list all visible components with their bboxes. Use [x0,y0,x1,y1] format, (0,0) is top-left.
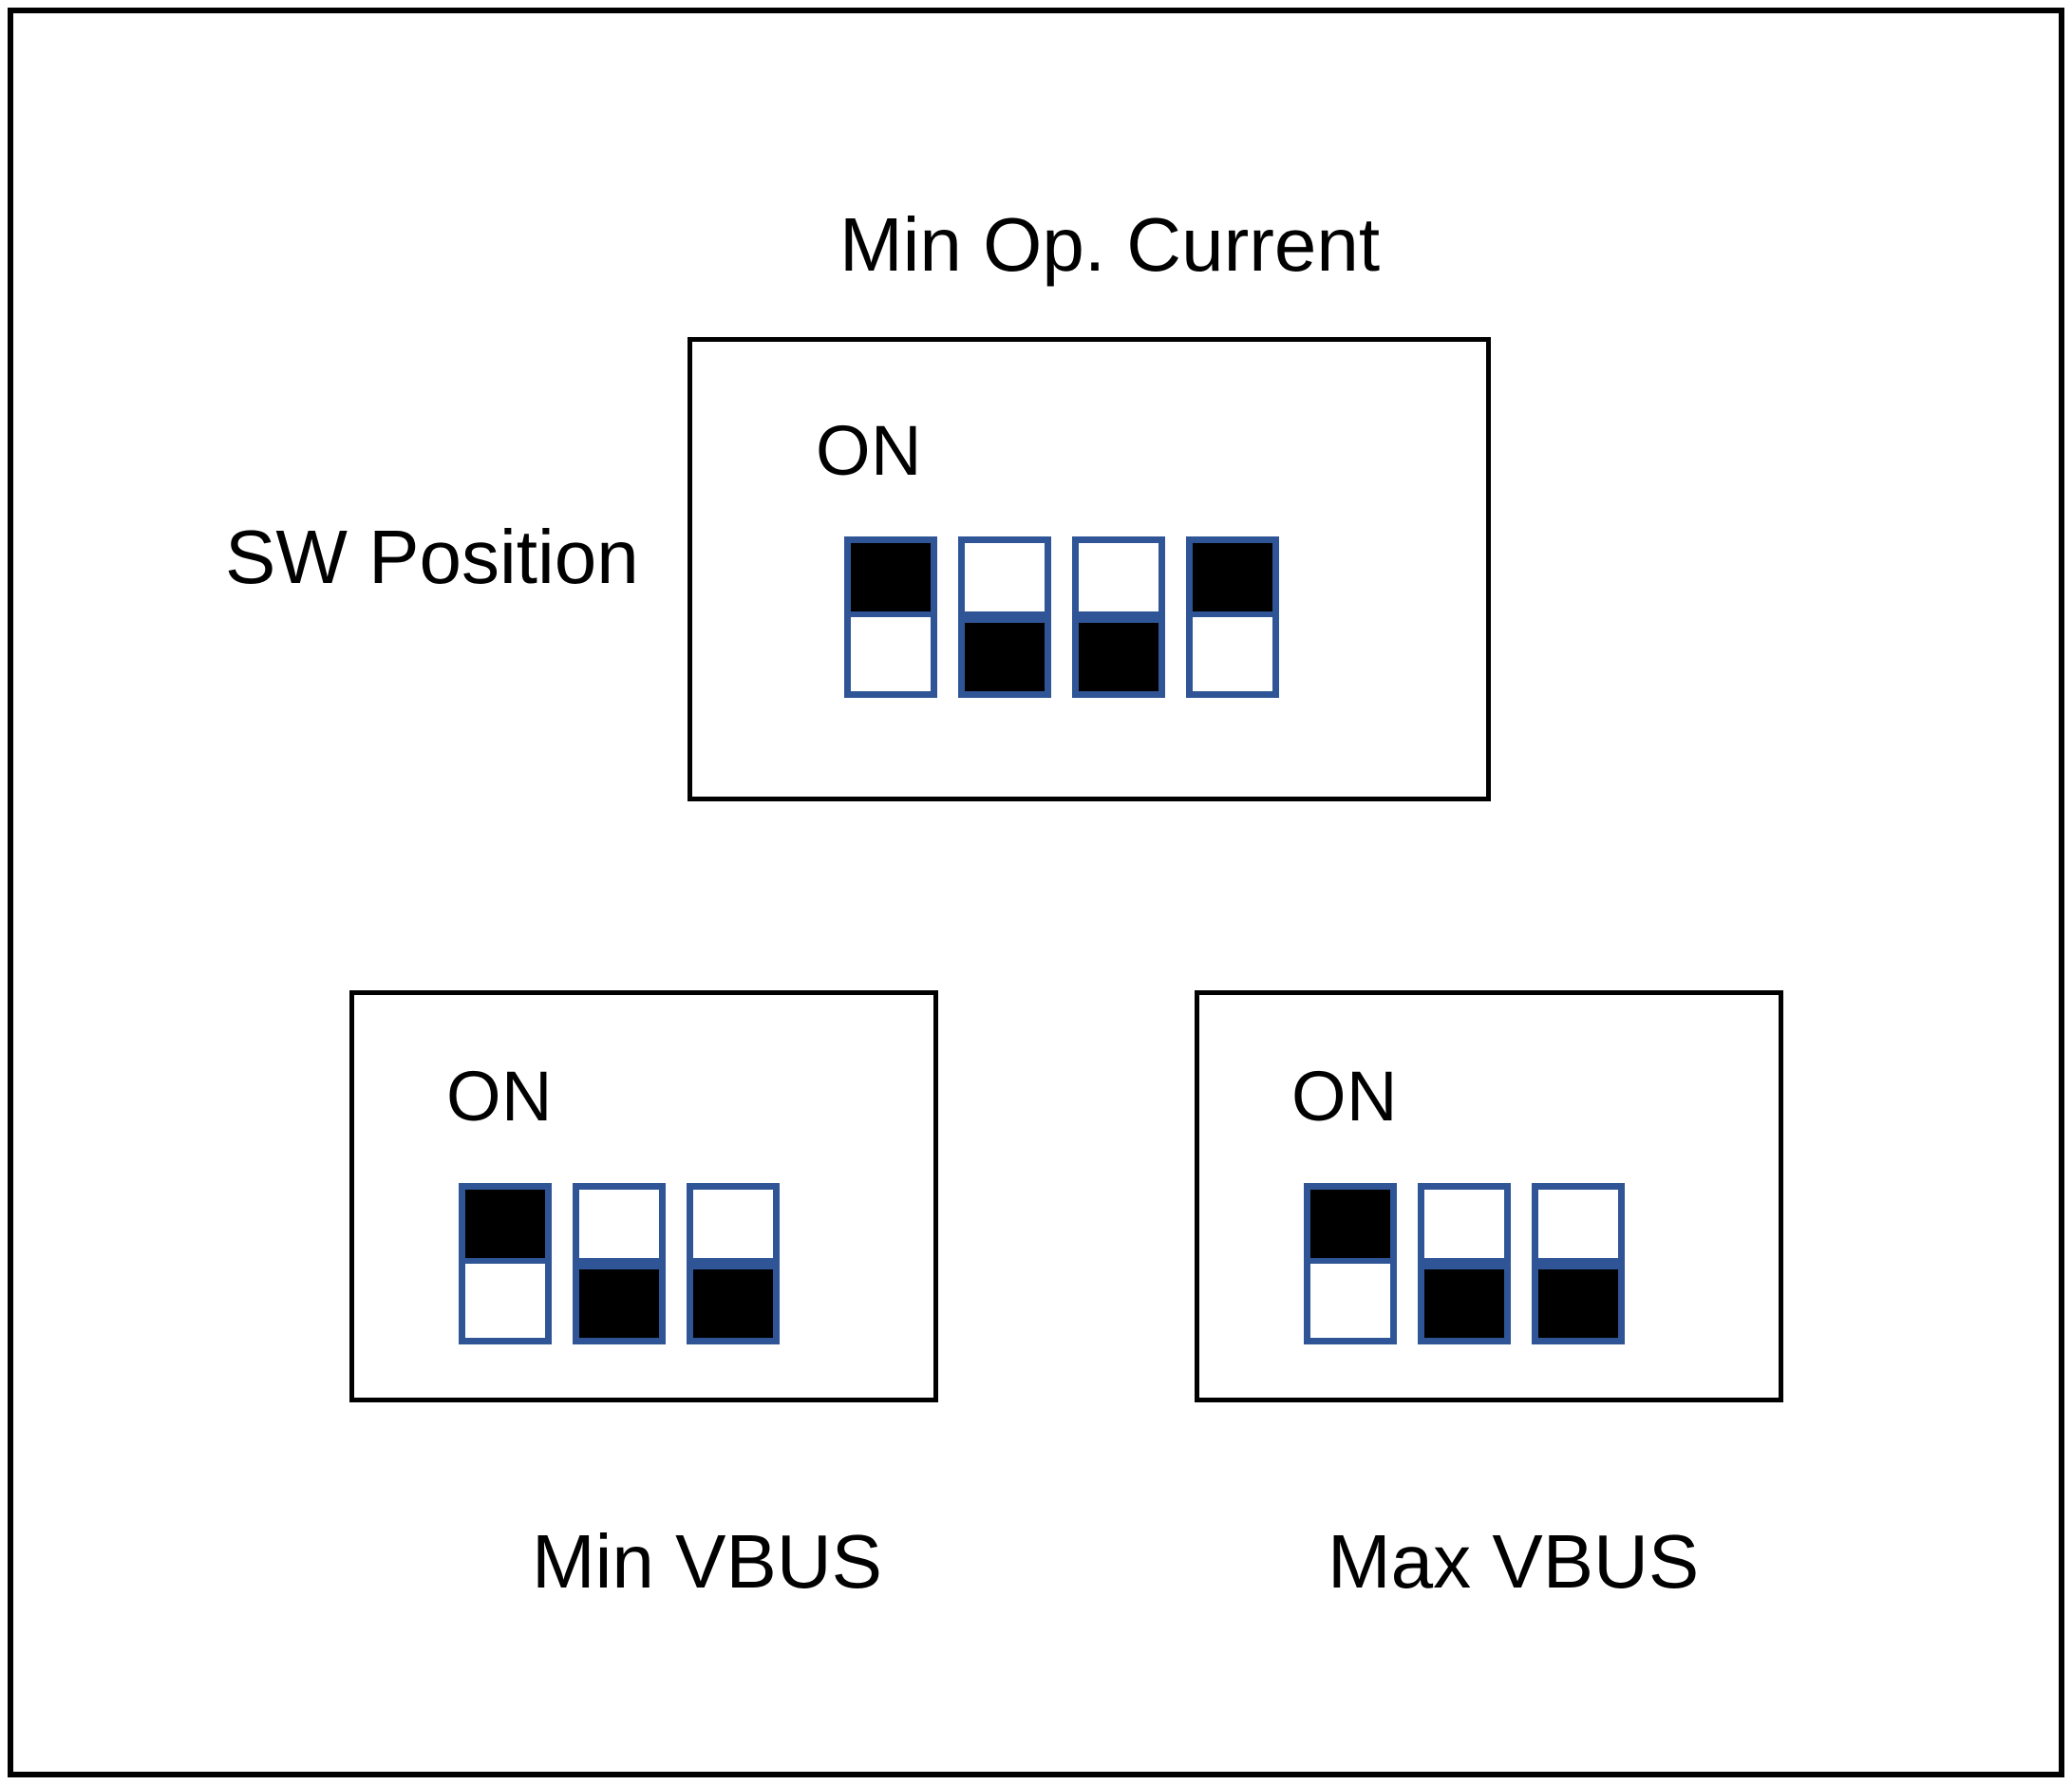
switch-bank-max-vbus: ON [1195,990,1783,1402]
max-vbus-dip-switch-1[interactable] [1304,1183,1397,1344]
dip-switch-3[interactable] [1072,536,1165,698]
sw-position-label: SW Position [225,515,639,599]
min-vbus-dip-switch-1[interactable] [459,1183,552,1344]
dip-switch-4[interactable] [1186,536,1279,698]
dip-switch-1-top [851,543,931,617]
dip-switch-4-bottom [1193,617,1272,691]
min-vbus-dip-switch-1-top [465,1190,545,1264]
switch-bank-min-vbus: ON [349,990,938,1402]
min-vbus-dip-switch-3-top [693,1190,773,1264]
dip-switch-3-bottom [1079,617,1158,691]
max-vbus-dip-switch-2[interactable] [1418,1183,1511,1344]
bank-on-label-min-op-current: ON [816,411,922,490]
min-vbus-dip-switch-2-bottom [579,1264,659,1338]
switch-row-min-op-current [844,536,1279,698]
figure-outer-border [8,8,2064,1777]
min-op-current-title: Min Op. Current [839,202,1381,287]
max-vbus-dip-switch-2-top [1424,1190,1504,1264]
min-vbus-dip-switch-3-bottom [693,1264,773,1338]
max-vbus-dip-switch-3-top [1538,1190,1618,1264]
dip-switch-2-bottom [965,617,1045,691]
max-vbus-dip-switch-1-top [1310,1190,1390,1264]
dip-switch-1-bottom [851,617,931,691]
max-vbus-dip-switch-3[interactable] [1532,1183,1625,1344]
min-vbus-dip-switch-3[interactable] [687,1183,780,1344]
switch-row-min-vbus [459,1183,780,1344]
max-vbus-dip-switch-3-bottom [1538,1264,1618,1338]
dip-switch-1[interactable] [844,536,937,698]
bank-on-label-min-vbus: ON [446,1057,553,1136]
dip-switch-3-top [1079,543,1158,617]
min-vbus-caption: Min VBUS [532,1519,882,1604]
max-vbus-dip-switch-1-bottom [1310,1264,1390,1338]
bank-on-label-max-vbus: ON [1291,1057,1398,1136]
dip-switch-2-top [965,543,1045,617]
dip-switch-2[interactable] [958,536,1051,698]
min-vbus-dip-switch-2-top [579,1190,659,1264]
dip-switch-4-top [1193,543,1272,617]
min-vbus-dip-switch-2[interactable] [573,1183,666,1344]
min-vbus-dip-switch-1-bottom [465,1264,545,1338]
switch-bank-min-op-current: ON [688,337,1491,801]
switch-row-max-vbus [1304,1183,1625,1344]
max-vbus-caption: Max VBUS [1328,1519,1700,1604]
max-vbus-dip-switch-2-bottom [1424,1264,1504,1338]
